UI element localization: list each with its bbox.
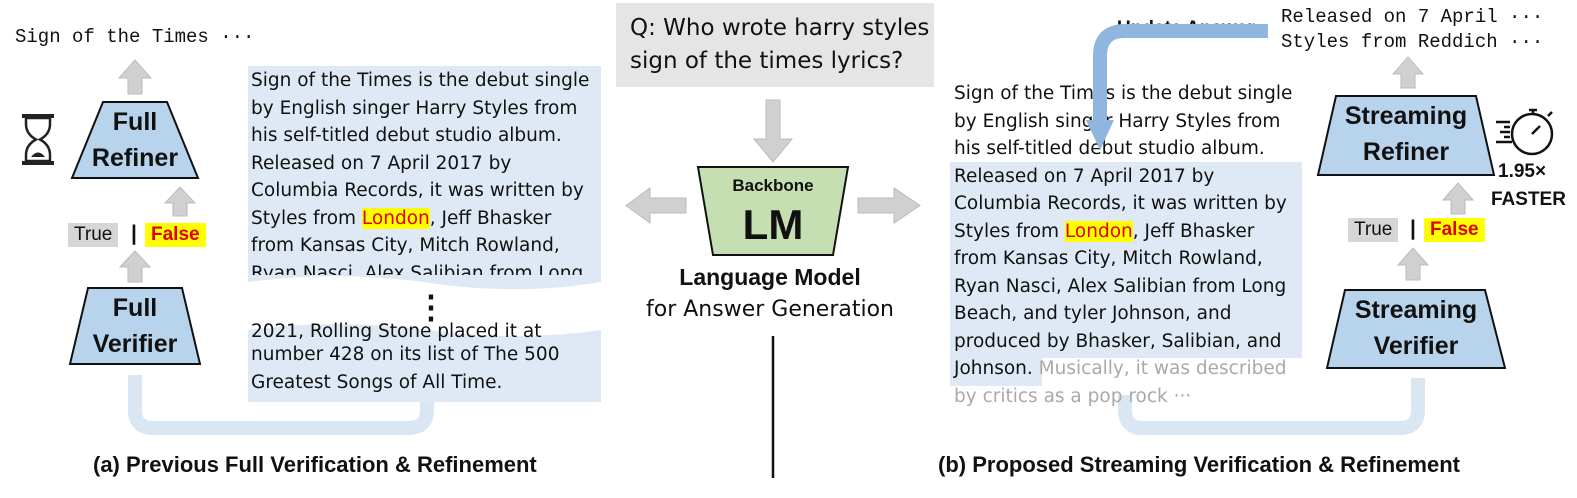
hourglass-icon (22, 114, 54, 165)
left-false-tag: False (145, 223, 206, 247)
model-subtitle: for Answer Generation (646, 297, 894, 322)
right-passage-line: Released on 7 April 2017 by (954, 165, 1215, 187)
right-flow-loop (1118, 378, 1425, 435)
left-output-text: Sign of the Times ··· (15, 26, 255, 48)
streaming-refiner-label: Streaming Refiner (1344, 102, 1468, 166)
right-caption: (b) Proposed Streaming Verification & Re… (938, 452, 1460, 477)
right-arrow-to-refiner (1441, 182, 1475, 215)
center-arrow-down (752, 99, 794, 163)
right-true-tag: True (1348, 218, 1399, 242)
right-passage-panel-tail (950, 358, 1042, 386)
left-passage-line: Sign of the Times is the debut single (251, 70, 590, 91)
left-passage-line: Styles from London, Jeff Bhasker (251, 207, 552, 229)
left-arrow-to-output (117, 59, 153, 95)
left-passage-line: Released on 7 April 2017 by (251, 152, 512, 174)
left-separator: | (131, 222, 137, 245)
backbone-lm-box (696, 166, 850, 256)
right-output-text: Released on 7 April ··· Styles from Redd… (1281, 6, 1544, 53)
stopwatch-icon (1496, 108, 1554, 156)
left-flow-loop (128, 375, 434, 435)
left-passage-line: Greatest Songs of All Time. (251, 371, 503, 393)
right-passage-line: from Kansas City, Mitch Rowland, (954, 248, 1263, 269)
right-highlight-london: London (1064, 220, 1133, 242)
question-box (616, 3, 934, 87)
right-passage-line: his self-titled debut studio album. (954, 138, 1265, 159)
left-highlight-london: London (361, 207, 430, 229)
speedup-label: FASTER (1491, 189, 1566, 210)
left-passage-line: Columbia Records, it was written by (251, 180, 584, 201)
center-arrow-right (857, 187, 921, 224)
left-passage-line: number 428 on its list of The 500 (251, 344, 560, 365)
right-arrow-to-tags (1396, 247, 1430, 281)
right-passage-faded: Musically, it was described (1032, 358, 1287, 379)
left-caption: (a) Previous Full Verification & Refinem… (93, 452, 537, 477)
lm-label: LM (742, 201, 804, 248)
left-passage-panel (248, 66, 601, 290)
right-passage-line: by English singer Harry Styles from (954, 110, 1281, 132)
left-passage-line: his self-titled debut studio album. (251, 125, 562, 146)
right-passage-line: Sign of the Times is the debut single (954, 83, 1293, 104)
right-passage-line: Ryan Nasci, Alex Salibian from Long (954, 275, 1287, 297)
right-passage-line: Columbia Records, it was written by (954, 193, 1287, 214)
right-false-tag: False (1424, 218, 1485, 242)
right-separator: | (1410, 217, 1416, 240)
full-refiner-box (70, 101, 200, 179)
question-text: Q: Who wrote harry styles sign of the ti… (630, 15, 930, 74)
streaming-verifier-box (1325, 289, 1507, 369)
right-passage-line: Beach, and tyler Johnson, and (954, 303, 1232, 324)
full-refiner-label: Full Refiner (91, 108, 179, 172)
right-passage-line: Johnson. Musically, it was described (954, 358, 1287, 379)
full-verifier-box (68, 287, 202, 365)
full-verifier-label: Full Verifier (92, 294, 178, 358)
model-title: Language Model (679, 264, 861, 290)
center-arrow-left (625, 187, 687, 224)
backbone-label: Backbone (732, 176, 814, 195)
right-passage-panel (950, 162, 1302, 358)
right-passage-line: by critics as a pop rock ··· (954, 385, 1192, 407)
left-passage-line: 2021, Rolling Stone placed it at (251, 321, 542, 341)
right-passage-line: Styles from London, Jeff Bhasker (954, 220, 1255, 242)
right-passage: Sign of the Times is the debut single by… (954, 80, 1314, 410)
left-passage-line: Ryan Nasci, Alex Salibian from Long (251, 262, 584, 275)
left-passage-line: by English singer Harry Styles from (251, 97, 578, 119)
right-arrow-to-output (1391, 56, 1425, 89)
left-passage-line: from Kansas City, Mitch Rowland, (251, 235, 560, 256)
left-passage-panel-bottom (248, 324, 601, 402)
left-passage-ellipsis: ⋮ (415, 289, 447, 325)
left-arrow-to-refiner (163, 186, 197, 217)
update-answer-arrowhead (1086, 120, 1114, 150)
left-passage: Sign of the Times is the debut single by… (251, 67, 601, 275)
left-passage-bottom: 2021, Rolling Stone placed it at number … (251, 318, 601, 396)
streaming-verifier-label: Streaming Verifier (1354, 296, 1478, 360)
left-arrow-to-tags (118, 250, 152, 283)
right-passage-line: produced by Bhasker, Salibian, and (954, 330, 1282, 352)
speedup-value: 1.95× (1498, 161, 1547, 182)
streaming-refiner-box (1316, 95, 1496, 176)
update-answer-arrow (1093, 24, 1268, 122)
left-true-tag: True (68, 223, 119, 247)
